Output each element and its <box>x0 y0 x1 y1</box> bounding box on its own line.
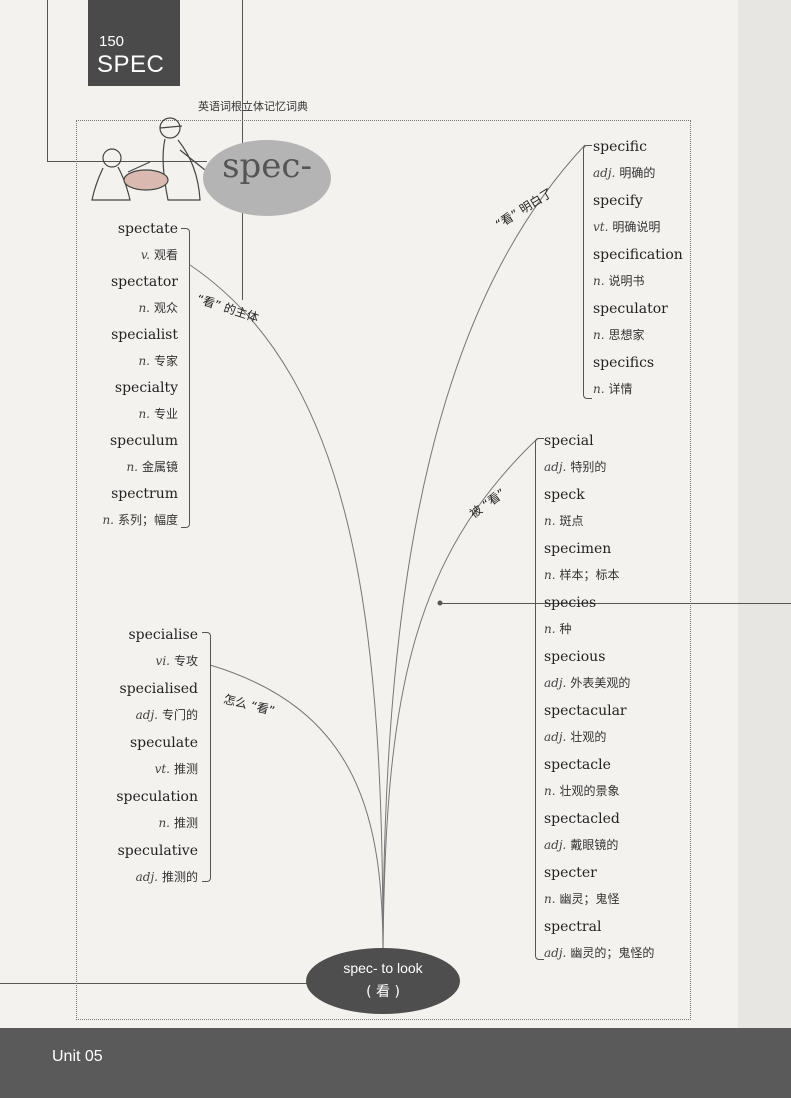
mind-map-frame <box>76 120 691 1020</box>
word-gloss: n.样本；标本 <box>544 568 620 582</box>
word-entry: special <box>544 433 594 449</box>
word-entry: speculate <box>129 735 198 751</box>
cartoon-illustration <box>91 117 206 201</box>
header-leader-horizontal <box>47 161 207 162</box>
word-gloss: n.观众 <box>138 301 178 315</box>
word-gloss: n.种 <box>544 622 572 636</box>
word-entry: specify <box>593 193 643 209</box>
word-gloss: n.详情 <box>593 382 633 396</box>
word-gloss: adj.专门的 <box>135 708 198 722</box>
word-entry: spectate <box>117 221 178 237</box>
root-meaning-ellipse <box>306 948 460 1014</box>
word-entry: speculator <box>593 301 668 317</box>
word-entry: spectacular <box>544 703 627 719</box>
word-gloss: n.专家 <box>138 354 178 368</box>
branch-curve-how <box>209 664 384 956</box>
word-entry: specter <box>544 865 597 881</box>
word-entry: spectacle <box>544 757 611 773</box>
header-leader-vertical <box>47 0 48 162</box>
word-gloss: adj.明确的 <box>593 166 656 180</box>
bracket-subject <box>181 228 190 528</box>
word-entry: speculation <box>116 789 198 805</box>
word-entry: species <box>544 595 597 611</box>
word-entry: spectrum <box>111 486 178 502</box>
word-gloss: n.推测 <box>158 816 198 830</box>
footer-band <box>0 1028 791 1098</box>
word-gloss: v.观看 <box>140 248 178 262</box>
word-gloss: adj.壮观的 <box>544 730 607 744</box>
word-gloss: n.专业 <box>138 407 178 421</box>
branch-curve-clear <box>382 144 586 956</box>
word-gloss: adj.幽灵的；鬼怪的 <box>544 946 655 960</box>
branch-curve-seen <box>382 437 539 956</box>
word-gloss: n.系列；幅度 <box>102 513 178 527</box>
word-entry: spectral <box>544 919 602 935</box>
unit-label: Unit 05 <box>52 1048 103 1065</box>
word-entry: spectator <box>111 274 178 290</box>
word-entry: speculative <box>117 843 198 859</box>
word-gloss: n.思想家 <box>593 328 645 342</box>
root-heading-ellipse <box>203 140 331 216</box>
root-heading: spec- <box>222 146 312 186</box>
word-entry: speck <box>544 487 585 503</box>
right-leader-horizontal <box>440 603 791 604</box>
word-gloss: n.壮观的景象 <box>544 784 620 798</box>
root-meaning-translation: ( 看 ) <box>366 984 400 1000</box>
word-entry: specimen <box>544 541 612 557</box>
word-entry: specious <box>544 649 606 665</box>
word-gloss: vt.明确说明 <box>593 220 661 234</box>
adjacent-page-edge <box>738 0 791 1098</box>
branch-node-dot <box>437 600 443 606</box>
bottom-leader-horizontal <box>0 983 310 984</box>
word-entry: specialist <box>111 327 178 343</box>
word-entry: spectacled <box>544 811 620 827</box>
bracket-clear <box>583 145 592 399</box>
word-entry: specialty <box>114 380 178 396</box>
book-title: 英语词根立体记忆词典 <box>198 100 308 113</box>
word-gloss: vt.推测 <box>154 762 198 776</box>
word-gloss: adj.推测的 <box>135 870 198 884</box>
word-entry: specifics <box>593 355 655 371</box>
bracket-how <box>202 632 211 882</box>
word-entry: speculum <box>109 433 178 449</box>
word-gloss: n.幽灵；鬼怪 <box>544 892 620 906</box>
word-gloss: n.金属镜 <box>126 460 178 474</box>
page-number: 150 <box>99 33 125 50</box>
branch-curve-subject <box>189 264 384 956</box>
word-gloss: adj.外表美观的 <box>544 676 631 690</box>
section-code: SPEC <box>97 51 165 78</box>
section-header-box <box>88 0 180 86</box>
word-entry: specification <box>593 247 683 263</box>
bracket-seen <box>535 438 544 960</box>
word-gloss: adj.特别的 <box>544 460 607 474</box>
root-meaning: spec- to look <box>343 960 423 976</box>
word-entry: specialised <box>119 681 198 697</box>
word-gloss: vi.专攻 <box>155 654 198 668</box>
word-gloss: adj.戴眼镜的 <box>544 838 619 852</box>
word-entry: specific <box>593 139 647 155</box>
word-gloss: n.说明书 <box>593 274 645 288</box>
word-gloss: n.斑点 <box>544 514 584 528</box>
word-entry: specialise <box>128 627 198 643</box>
